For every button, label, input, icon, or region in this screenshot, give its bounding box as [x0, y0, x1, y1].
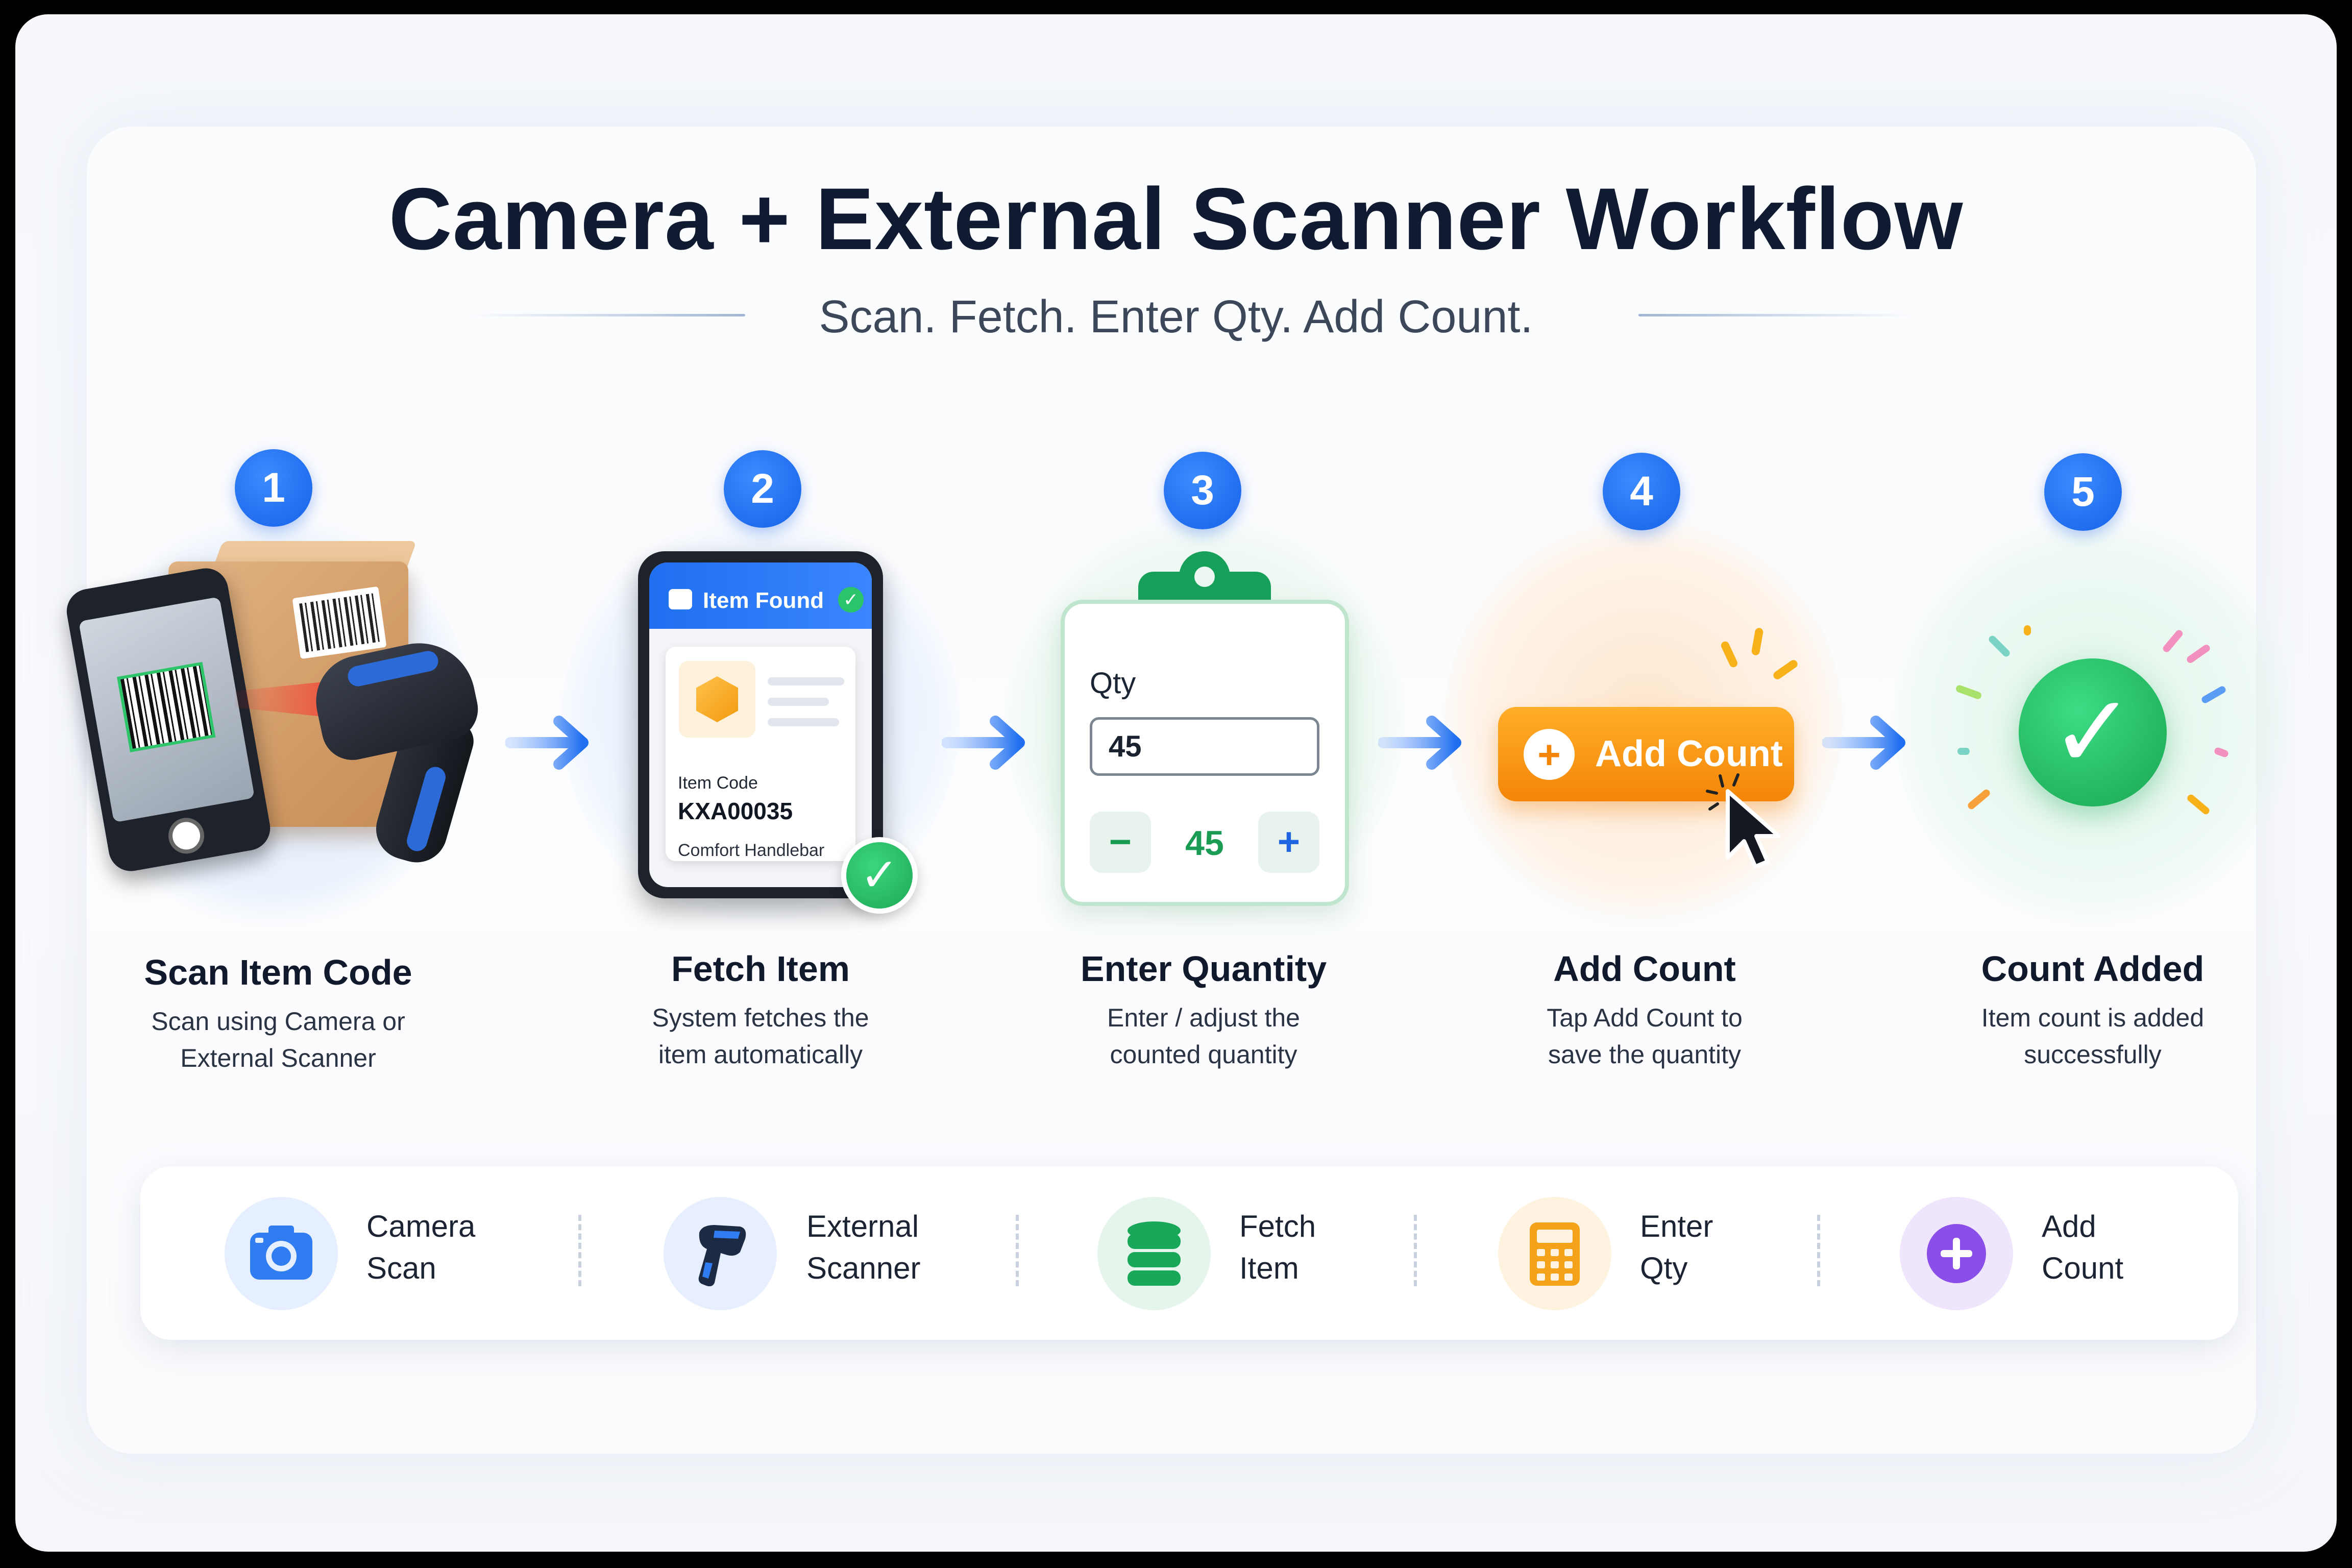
cursor-icon	[1706, 773, 1781, 869]
step-number-3: 3	[1164, 452, 1241, 529]
step-5-title: Count Added	[1981, 949, 2204, 989]
summary-camera-scan: Camera Scan	[366, 1206, 475, 1289]
fetch-phone: Item Found ✓ Item Code KXA00035 Comfort …	[638, 551, 883, 898]
database-icon	[1097, 1197, 1211, 1310]
item-card: Item Code KXA00035 Comfort Handlebar	[666, 647, 855, 861]
subtitle-divider-left	[470, 314, 745, 316]
step-number-2: 2	[724, 450, 801, 528]
summary-label-line-2: Scan	[366, 1251, 436, 1285]
step-number-4: 4	[1603, 453, 1680, 530]
confetti-mark	[1957, 748, 1970, 755]
step-4-title: Add Count	[1553, 949, 1736, 989]
summary-label-line-1: Add	[2042, 1209, 2096, 1243]
box-barcode-label	[292, 586, 387, 659]
item-found-header: Item Found ✓	[649, 562, 872, 629]
camera-icon	[225, 1197, 338, 1310]
step-2-title: Fetch Item	[671, 949, 850, 989]
summary-separator	[1016, 1215, 1019, 1286]
step-number-1: 1	[235, 449, 312, 527]
shutter-button-icon	[165, 815, 207, 856]
step-2-desc-line-1: System fetches the	[652, 1003, 869, 1032]
confetti-mark	[2024, 625, 2031, 635]
summary-label-line-2: Count	[2042, 1251, 2124, 1285]
summary-add-count: Add Count	[2042, 1206, 2123, 1289]
placeholder-line	[768, 718, 839, 726]
summary-label-line-2: Scanner	[806, 1251, 921, 1285]
barcode-scanner-icon	[664, 1197, 777, 1310]
placeholder-line	[768, 677, 844, 685]
step-number-5: 5	[2044, 453, 2122, 531]
page-title: Camera + External Scanner Workflow	[388, 170, 1964, 268]
plus-circle-icon	[1900, 1197, 2013, 1310]
summary-separator	[578, 1215, 581, 1286]
box-icon	[669, 589, 692, 609]
camera-viewfinder	[78, 597, 255, 823]
step-5-desc-line-2: successfully	[2024, 1040, 2162, 1069]
summary-label-line-1: Camera	[366, 1209, 476, 1243]
calculator-icon	[1498, 1197, 1611, 1310]
plus-circle-icon: +	[1524, 729, 1575, 780]
item-found-title: Item Found	[703, 588, 824, 613]
fetch-phone-screen: Item Found ✓ Item Code KXA00035 Comfort …	[649, 562, 872, 887]
arrow-right-icon	[1378, 716, 1461, 770]
summary-label-line-2: Item	[1239, 1251, 1299, 1285]
stepper-value: 45	[1185, 824, 1224, 863]
item-code-value: KXA00035	[678, 798, 793, 824]
barcode-icon	[116, 662, 216, 753]
arrow-right-icon	[942, 716, 1025, 770]
item-name: Comfort Handlebar	[678, 841, 825, 860]
success-check-icon: ✓	[841, 837, 918, 914]
step-1-desc-line-1: Scan using Camera or	[151, 1007, 405, 1036]
placeholder-line	[768, 698, 829, 706]
summary-label-line-1: Enter	[1640, 1209, 1713, 1243]
step-3-title: Enter Quantity	[1080, 949, 1327, 989]
page-subtitle: Scan. Fetch. Enter Qty. Add Count.	[819, 291, 1533, 342]
step-1-title: Scan Item Code	[144, 952, 412, 992]
step-4-desc-line-1: Tap Add Count to	[1547, 1003, 1743, 1032]
step-2-desc-line-2: item automatically	[658, 1040, 863, 1069]
summary-fetch-item: Fetch Item	[1239, 1206, 1316, 1289]
step-1-desc-line-2: External Scanner	[180, 1044, 376, 1072]
summary-separator	[1817, 1215, 1820, 1286]
summary-label-line-1: External	[806, 1209, 919, 1243]
arrow-right-icon	[505, 716, 589, 770]
success-check-icon: ✓	[2019, 658, 2167, 806]
item-code-label: Item Code	[678, 773, 758, 793]
step-4-desc-line-2: save the quantity	[1548, 1040, 1742, 1069]
summary-external-scanner: External Scanner	[806, 1206, 920, 1289]
qty-label: Qty	[1090, 667, 1136, 700]
qty-input[interactable]: 45	[1090, 717, 1319, 776]
step-3-desc-line-2: counted quantity	[1110, 1040, 1297, 1069]
item-thumbnail	[679, 661, 755, 738]
decrement-button[interactable]: −	[1090, 812, 1151, 873]
check-icon: ✓	[838, 587, 864, 612]
step-3-desc-line-1: Enter / adjust the	[1107, 1003, 1300, 1032]
summary-enter-qty: Enter Qty	[1640, 1206, 1713, 1289]
subtitle-divider-right	[1638, 314, 1914, 316]
clipboard-clip-hole	[1194, 567, 1215, 587]
summary-label-line-2: Qty	[1640, 1251, 1688, 1285]
summary-separator	[1414, 1215, 1417, 1286]
increment-button[interactable]: +	[1258, 812, 1319, 873]
package-cube-icon	[696, 676, 738, 722]
summary-label-line-1: Fetch	[1239, 1209, 1316, 1243]
arrow-right-icon	[1822, 716, 1905, 770]
step-5-desc-line-1: Item count is added	[1981, 1003, 2204, 1032]
